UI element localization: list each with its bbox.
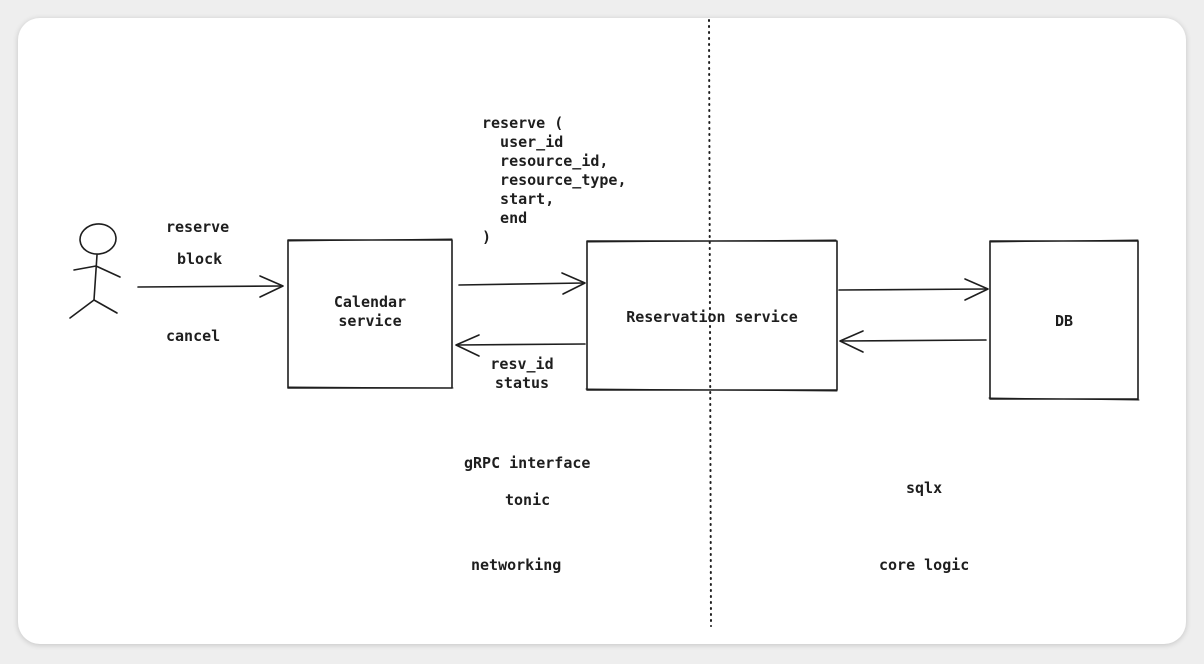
- arrow-calendar-to-reservation: [458, 272, 586, 295]
- reservation-service-label: Reservation service: [626, 308, 798, 326]
- arrow-actor-to-calendar: [137, 275, 284, 298]
- arrow-db-to-reservation: [839, 330, 987, 353]
- canvas-card: [18, 18, 1186, 644]
- calendar-service-label: Calendar service: [333, 293, 407, 330]
- db-label: DB: [1054, 312, 1074, 330]
- actor-label-reserve: reserve: [166, 218, 230, 236]
- arrow-reservation-to-db: [838, 278, 989, 301]
- actor-label-block: block: [177, 250, 223, 268]
- note-tonic: tonic: [505, 491, 551, 509]
- response-fields: resv_id status: [490, 355, 554, 392]
- note-networking: networking: [471, 556, 562, 574]
- request-signature: reserve ( user_id resource_id, resource_…: [482, 114, 627, 246]
- arrow-reservation-to-calendar: [455, 334, 586, 357]
- divider-line: [708, 19, 712, 627]
- note-core-logic: core logic: [879, 556, 970, 574]
- user-actor-icon: [69, 223, 121, 319]
- actor-label-cancel: cancel: [166, 327, 221, 345]
- note-sqlx: sqlx: [906, 479, 943, 497]
- note-grpc-interface: gRPC interface: [464, 454, 591, 472]
